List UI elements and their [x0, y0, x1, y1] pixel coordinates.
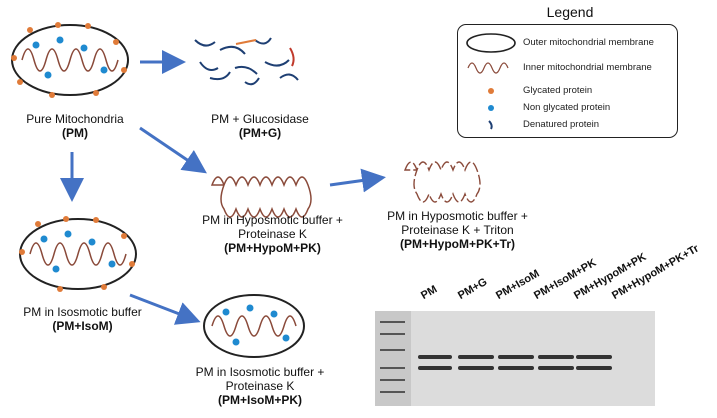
- gel-image: [375, 311, 655, 406]
- legend-title: Legend: [546, 4, 594, 20]
- legend-icons: [466, 33, 516, 130]
- label-hypo-line2: Proteinase K: [238, 227, 307, 241]
- workflow-arrows: [60, 50, 386, 325]
- label-triton-abbr: (PM+HypoM+PK+Tr): [399, 237, 516, 251]
- legend-label-denatured: Denatured protein: [523, 119, 600, 130]
- legend-label-outer-membrane: Outer mitochondrial membrane: [523, 37, 654, 48]
- label-triton-line1: PM in Hyposmotic buffer +: [387, 209, 528, 223]
- legend-box: [457, 24, 678, 138]
- label-pmg: PM + Glucosidase (PM+G): [190, 112, 330, 140]
- label-triton: PM in Hyposmotic buffer + Proteinase K +…: [365, 209, 550, 251]
- label-iso-line1: PM in Isosmotic buffer: [23, 305, 142, 319]
- legend-label-inner-membrane: Inner mitochondrial membrane: [523, 62, 652, 73]
- mitochondrion-triton: [403, 161, 481, 203]
- label-hypo: PM in Hyposmotic buffer + Proteinase K (…: [180, 213, 365, 255]
- label-pmg-abbr: (PM+G): [238, 126, 282, 140]
- label-isopk-line2: Proteinase K: [225, 379, 295, 393]
- denatured-proteins: [194, 37, 299, 86]
- mitochondrion-hypo: [210, 176, 312, 218]
- label-iso-abbr: (PM+IsoM): [52, 319, 113, 333]
- mitochondrion-isopk: [203, 294, 305, 358]
- mitochondrion-iso: [19, 216, 137, 292]
- mitochondrion-pm: [11, 22, 129, 98]
- label-pm: Pure Mitochondria (PM): [0, 112, 150, 140]
- label-pmg-line1: PM + Glucosidase: [211, 112, 309, 126]
- legend-label-glycated: Glycated protein: [523, 85, 593, 96]
- label-pm-abbr: (PM): [62, 126, 88, 140]
- legend-label-non-glycated: Non glycated protein: [523, 102, 611, 113]
- label-isopk: PM in Isosmotic buffer + Proteinase K (P…: [175, 365, 345, 407]
- label-iso: PM in Isosmotic buffer (PM+IsoM): [0, 305, 165, 333]
- label-hypo-line1: PM in Hyposmotic buffer +: [202, 213, 343, 227]
- label-triton-line2: Proteinase K + Triton: [401, 223, 514, 237]
- label-isopk-line1: PM in Isosmotic buffer +: [195, 365, 325, 379]
- label-hypo-abbr: (PM+HypoM+PK): [224, 241, 321, 255]
- label-pm-line1: Pure Mitochondria: [26, 112, 124, 126]
- label-isopk-abbr: (PM+IsoM+PK): [217, 393, 302, 407]
